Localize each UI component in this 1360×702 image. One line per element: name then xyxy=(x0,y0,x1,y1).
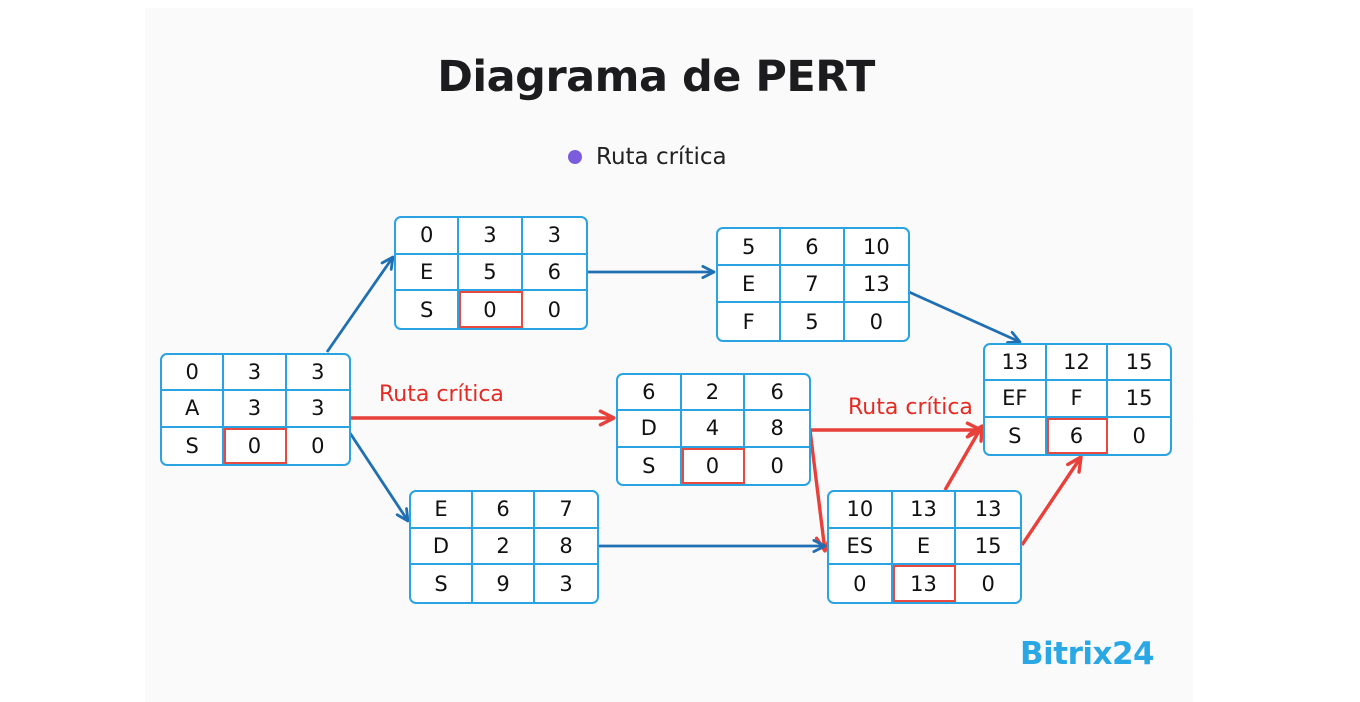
node-cell: 4 xyxy=(681,411,746,448)
node-cell: 3 xyxy=(224,355,287,392)
diagram-title: Diagrama de PERT xyxy=(437,52,875,102)
node-cell: 13 xyxy=(985,345,1047,382)
node-cell: 2 xyxy=(473,528,535,566)
node-cell: 15 xyxy=(1108,345,1170,382)
node-cell: 0 xyxy=(547,297,561,322)
edge-es-ef-critical-1 xyxy=(943,424,984,491)
node-cell: E xyxy=(892,528,957,566)
node-cell: S xyxy=(411,565,473,602)
node-cell: S xyxy=(162,427,225,464)
node-cell: 0 xyxy=(681,447,746,484)
node-cell: 7 xyxy=(535,492,597,529)
bitrix24-logo: Bitrix24 xyxy=(1020,636,1155,672)
node-cell: 3 xyxy=(224,391,287,428)
node-cell: 15 xyxy=(956,529,1020,566)
node-cell: 6 xyxy=(781,229,845,266)
node-cell: S xyxy=(396,291,460,328)
node-cell: E xyxy=(411,492,473,529)
node-cell: 2 xyxy=(681,375,746,412)
node-cell: E xyxy=(396,254,460,292)
node-cell: 13 xyxy=(892,565,957,602)
node-cell: 0 xyxy=(981,571,995,596)
node-cell: 3 xyxy=(559,571,573,596)
node-cell: 0 xyxy=(396,218,460,255)
node-cell: 9 xyxy=(473,565,535,602)
node-cell: 15 xyxy=(1108,381,1170,418)
legend-critical-path-marker xyxy=(568,150,582,164)
node-cell: 3 xyxy=(522,218,586,255)
node-cell: 13 xyxy=(892,492,957,529)
node-cell: 8 xyxy=(745,411,809,448)
node-cell: 0 xyxy=(224,427,287,464)
node-cell: 3 xyxy=(459,218,523,255)
node-cell: 5 xyxy=(781,303,845,340)
node-cell: 5 xyxy=(459,254,523,292)
legend: Ruta crítica xyxy=(568,142,727,172)
node-cell: 6 xyxy=(522,255,586,292)
node-cell: D xyxy=(618,411,682,448)
edge-d-es-critical xyxy=(808,429,832,553)
node-cell: 0 xyxy=(459,291,523,328)
node-cell: 10 xyxy=(844,229,908,266)
node-cell: 8 xyxy=(535,529,597,566)
node-cell: 12 xyxy=(1046,345,1109,382)
node-cell: 0 xyxy=(869,309,883,334)
node-cell: S xyxy=(985,417,1047,454)
node-cell: F xyxy=(1046,381,1109,418)
node-cell: A xyxy=(162,391,225,428)
edge-a-ed xyxy=(348,432,410,523)
node-cell: 0 xyxy=(829,565,893,602)
node-cell: 6 xyxy=(745,375,809,412)
node-cell: E xyxy=(718,266,782,303)
node-cell: EF xyxy=(985,381,1047,418)
node-cell: 5 xyxy=(718,229,782,266)
node-cell: 6 xyxy=(1046,417,1109,454)
legend-label: Ruta crítica xyxy=(596,144,727,170)
node-cell: 0 xyxy=(1132,423,1146,448)
node-cell: 0 xyxy=(162,355,225,392)
node-cell: ES xyxy=(829,528,893,566)
node-cell: D xyxy=(411,528,473,566)
edge-es-ef-critical-2 xyxy=(1020,455,1083,546)
node-cell: 3 xyxy=(286,391,349,428)
node-cell: S xyxy=(618,447,682,484)
critical-path-label: Ruta crítica xyxy=(848,395,973,420)
node-cell: 0 xyxy=(770,453,784,478)
node-cell: 6 xyxy=(618,375,682,412)
node-cell: 7 xyxy=(781,266,845,303)
node-cell: 0 xyxy=(311,433,325,458)
node-cell: 3 xyxy=(286,355,349,392)
node-cell: 10 xyxy=(829,492,893,529)
node-cell: 6 xyxy=(473,492,535,529)
node-cell: 13 xyxy=(956,492,1020,529)
critical-path-label: Ruta crítica xyxy=(379,382,504,407)
node-cell: F xyxy=(718,303,782,340)
edge-e2-ef xyxy=(908,290,1022,344)
node-cell: 13 xyxy=(844,266,908,303)
edge-a-e1 xyxy=(325,255,395,353)
